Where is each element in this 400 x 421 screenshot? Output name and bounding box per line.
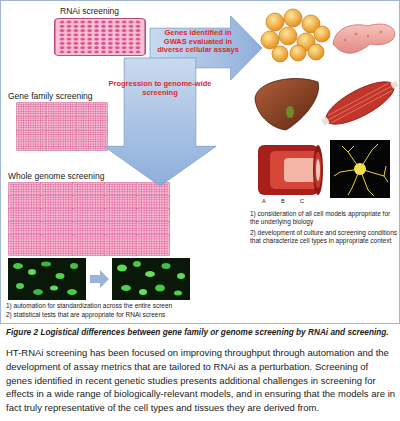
stage-heading: Gene family screening xyxy=(8,91,138,101)
microscopy-image xyxy=(139,289,147,295)
muscle-illustration xyxy=(322,117,330,125)
whole-genome-plates xyxy=(40,234,73,255)
note-text: 1) automation for standardization across… xyxy=(6,302,246,310)
neuron-image xyxy=(348,146,354,152)
microscopy-image xyxy=(8,258,86,300)
microscopy-image xyxy=(67,289,77,295)
blood-vessel-illustration xyxy=(270,151,318,189)
whole-genome-plates xyxy=(8,182,169,255)
microscopy-image xyxy=(28,269,36,275)
stage-heading: Whole genome screening xyxy=(8,171,158,181)
pancreas-illustration xyxy=(344,39,346,41)
blood-vessel-illustration xyxy=(258,145,318,195)
stage-heading: RNAi screening xyxy=(60,6,170,16)
whole-genome-plates xyxy=(104,234,137,255)
microscopy-image xyxy=(177,273,185,279)
arrow-text: Genes identified in GWAS evaluated in di… xyxy=(154,29,242,55)
whole-genome-plates xyxy=(8,234,41,255)
muscle-illustration xyxy=(328,84,388,116)
note-text: 1) consideration of all cell models appr… xyxy=(250,210,398,226)
gene-family-plates xyxy=(76,130,107,150)
adipocyte-cluster xyxy=(266,13,284,31)
microscopy-image xyxy=(117,265,127,272)
microscopy-image xyxy=(16,283,24,289)
blood-vessel-illustration xyxy=(313,145,323,195)
adipocyte-cluster xyxy=(314,26,330,42)
microscopy-image xyxy=(121,285,131,291)
microscopy-image xyxy=(112,258,190,300)
layer-letter: B xyxy=(281,198,293,205)
pancreas-illustration xyxy=(333,24,395,53)
microscopy-image xyxy=(155,285,165,292)
arrow-callout: Progression to genome-wide screening xyxy=(104,58,216,186)
single-plate xyxy=(55,18,145,55)
adipocyte-cluster xyxy=(261,31,279,49)
blood-vessel-illustration xyxy=(284,158,318,182)
adipocyte-cluster xyxy=(279,27,297,45)
blood-vessel-illustration xyxy=(316,159,320,181)
single-plate xyxy=(55,18,145,55)
figure-frame xyxy=(1,1,400,324)
layer-letter: C xyxy=(300,198,312,205)
pancreas-illustration xyxy=(355,33,357,35)
neuron-image xyxy=(330,140,390,198)
microscopy-image xyxy=(56,273,65,279)
gene-family-plates xyxy=(16,102,107,150)
microscopy-image xyxy=(162,263,171,269)
microscopy-image xyxy=(174,291,182,296)
note-text: 2) statistical tests that are appropriat… xyxy=(6,311,246,319)
neuron-image xyxy=(384,166,386,176)
muscle-illustration xyxy=(328,86,392,120)
microscopy-image xyxy=(70,263,78,269)
whole-genome-plates xyxy=(72,234,105,255)
adipocyte-cluster xyxy=(284,9,302,27)
liver-illustration xyxy=(255,79,319,130)
result-arrow xyxy=(90,270,109,288)
microscopy-image xyxy=(41,262,51,267)
figure-caption: Figure 2 Logistical differences between … xyxy=(6,328,398,338)
neuron-image xyxy=(334,144,388,196)
microscopy-image xyxy=(33,289,43,295)
gene-family-plates xyxy=(16,130,47,150)
adipocyte-cluster xyxy=(261,9,330,62)
adipocyte-cluster xyxy=(272,46,288,62)
whole-genome-plates xyxy=(136,234,169,255)
microscopy-image xyxy=(145,271,155,277)
microscopy-image xyxy=(50,286,58,291)
pancreas-illustration xyxy=(380,31,382,33)
microscopy-image xyxy=(133,261,141,267)
layer-letter: A xyxy=(262,198,274,205)
arrow-shape xyxy=(104,58,216,186)
pancreas-illustration xyxy=(367,35,369,37)
blood-vessel-illustration xyxy=(315,152,322,188)
body-text: HT-RNAi screening has been focused on im… xyxy=(6,346,396,415)
microscopy-image xyxy=(13,263,23,269)
pancreas-illustration xyxy=(333,24,395,53)
muscle-illustration xyxy=(317,72,400,134)
muscle-illustration xyxy=(332,91,392,123)
neuron-image xyxy=(354,163,366,175)
blood-vessel-illustration xyxy=(258,145,323,195)
arrow-text: Progression to genome-wide screening xyxy=(108,80,212,97)
muscle-illustration xyxy=(390,81,398,89)
adipocyte-cluster xyxy=(308,44,324,60)
microscopy-image xyxy=(8,258,86,300)
liver-illustration xyxy=(286,106,294,118)
liver-illustration xyxy=(255,79,319,130)
note-text: 2) development of culture and screening … xyxy=(250,229,398,245)
muscle-illustration xyxy=(320,74,399,133)
microscopy-image xyxy=(112,258,190,300)
gene-family-plates xyxy=(46,130,77,150)
adipocyte-cluster xyxy=(290,45,306,61)
arrow-body xyxy=(104,58,216,186)
neuron-image xyxy=(330,140,390,198)
